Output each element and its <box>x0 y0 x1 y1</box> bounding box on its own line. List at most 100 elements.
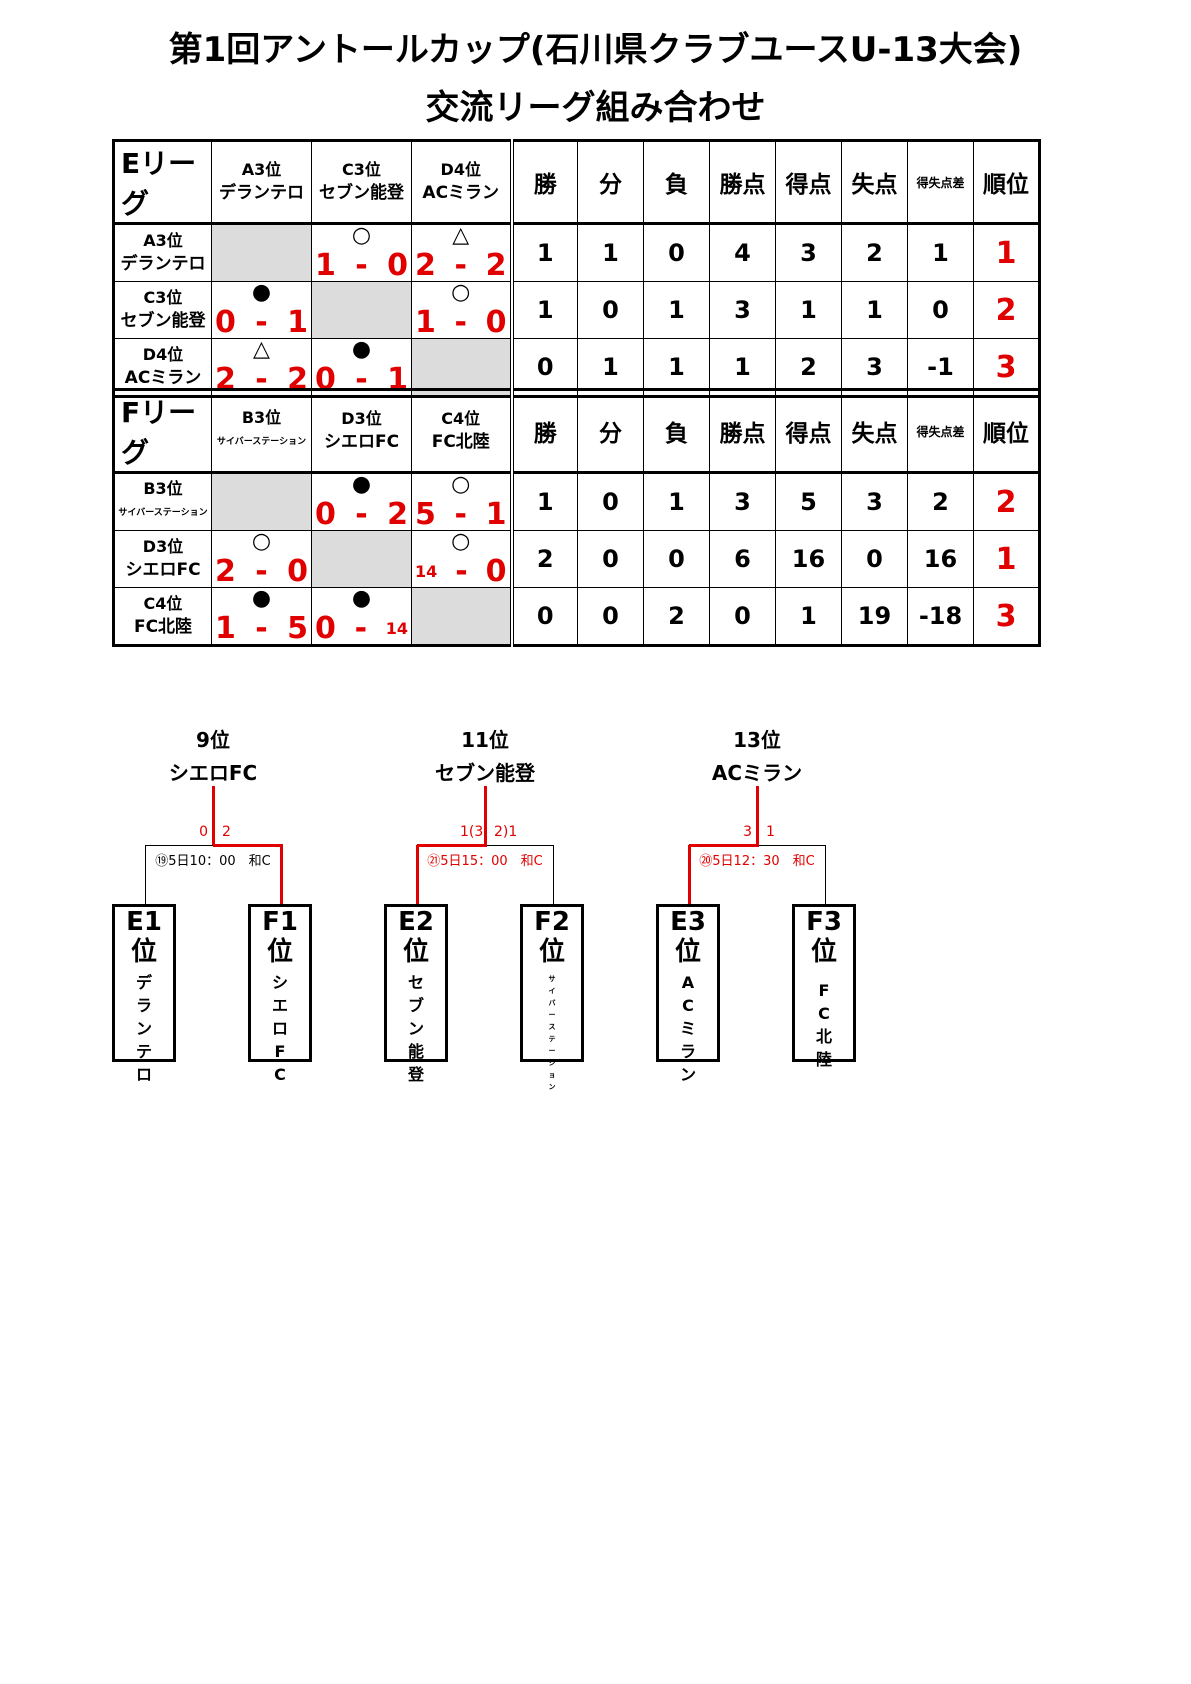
score-home: 14 <box>415 562 438 581</box>
result-symbol: △ <box>253 338 270 363</box>
team-seed: C3位 <box>342 160 381 179</box>
team-name-vertical: ACミラン <box>679 973 696 1084</box>
score-dash: - <box>454 248 467 282</box>
rank-value: 1 <box>973 530 1040 588</box>
empty-cell <box>211 223 312 282</box>
stat-value: 2 <box>907 472 974 531</box>
empty-cell <box>311 281 412 339</box>
stat-value: 1 <box>643 281 710 339</box>
row-team-header: D3位シエロFC <box>113 530 212 588</box>
team-seed: D4位 <box>142 345 184 364</box>
winner-name: セブン能登 <box>435 761 535 785</box>
stat-header: 勝 <box>509 389 578 474</box>
stat-header: 得失点差 <box>907 389 974 474</box>
stat-value: 1 <box>509 223 578 282</box>
team-position: E2位 <box>398 907 434 967</box>
score-dash: - <box>354 611 368 646</box>
placement-label: 13位 <box>733 728 781 752</box>
stat-value: 1 <box>509 472 578 531</box>
stat-value: 16 <box>775 530 842 588</box>
team-name: セブン能登 <box>120 311 206 331</box>
bracket-stem <box>756 786 759 845</box>
team-name: FC北陸 <box>133 617 193 637</box>
team-position: E1位 <box>126 907 162 967</box>
team-name-vertical: デランテロ <box>135 973 152 1084</box>
score-home: 0 <box>315 497 336 531</box>
team-box-right: F1位シエロFC <box>248 904 312 1084</box>
team-seed: C3位 <box>143 288 183 307</box>
stat-value: 1 <box>775 281 842 339</box>
team-seed: D4位 <box>440 160 481 179</box>
match-result: ○1-0 <box>411 281 512 339</box>
column-team-header: C3位セブン能登 <box>311 140 412 225</box>
team-name: デランテロ <box>219 183 304 203</box>
placement-label: 11位 <box>461 728 509 752</box>
stat-value: 0 <box>509 587 578 646</box>
stat-header: 失点 <box>841 140 908 225</box>
score-away: 2 <box>387 497 408 531</box>
score-home: 2 <box>215 554 236 588</box>
bracket-drop-left <box>416 845 419 905</box>
score-away: 5 <box>287 611 308 646</box>
result-symbol: ○ <box>351 223 372 249</box>
stat-value: 4 <box>709 223 776 282</box>
stat-value: 0 <box>907 281 974 339</box>
result-symbol: ● <box>351 338 372 363</box>
score-away: 0 <box>485 305 507 339</box>
stat-header: 勝 <box>509 140 578 225</box>
team-seed: A3位 <box>241 160 282 179</box>
score-home: 1 <box>215 611 236 646</box>
score-left: 1(3 <box>460 824 484 840</box>
stat-value: 3 <box>841 472 908 531</box>
rank-value: 3 <box>973 587 1040 646</box>
bracket-drop-left <box>145 845 146 905</box>
page-title: 第1回アントールカップ(石川県クラブユースU-13大会) <box>168 30 1023 70</box>
score-home: 5 <box>415 497 436 531</box>
result-symbol: ● <box>251 281 272 306</box>
rank-value: 2 <box>973 472 1040 531</box>
stat-header: 得点 <box>775 140 842 225</box>
bracket-win-bar <box>689 844 759 847</box>
team-position: F3位 <box>806 907 842 967</box>
column-team-header: D4位 ACミラン <box>411 140 512 225</box>
stat-value: 3 <box>775 223 842 282</box>
team-name: ACミラン <box>422 183 500 203</box>
rank-value: 2 <box>973 281 1040 339</box>
stat-header: 勝点 <box>709 140 776 225</box>
match-result: ○2-0 <box>211 530 312 588</box>
placement-label: 9位 <box>196 728 230 752</box>
stat-value: 0 <box>709 587 776 646</box>
score-dash: - <box>255 611 268 646</box>
result-symbol: ○ <box>451 281 471 306</box>
score-home: 0 <box>315 362 336 397</box>
score-home: 1 <box>415 305 436 339</box>
stat-value: 2 <box>775 338 842 397</box>
row-team-header: B3位サイバーステーション <box>113 472 212 531</box>
score-left: 3 <box>743 824 752 840</box>
row-team-header: D4位 ACミラン <box>113 338 212 397</box>
stat-value: 6 <box>709 530 776 588</box>
stat-value: 19 <box>841 587 908 646</box>
column-team-header: D3位シエロFC <box>311 389 412 474</box>
stat-value: 3 <box>709 472 776 531</box>
empty-cell <box>311 530 412 588</box>
league-name: Fリーグ <box>113 389 212 474</box>
stat-header: 得失点差 <box>907 140 974 225</box>
team-name: ACミラン <box>124 368 202 388</box>
empty-cell <box>211 472 312 531</box>
score-dash: - <box>455 554 468 588</box>
bracket-drop-right <box>280 845 283 905</box>
bracket-drop-right <box>553 845 554 905</box>
bracket-drop-left <box>688 845 691 905</box>
result-symbol: △ <box>452 223 470 249</box>
stat-header: 順位 <box>973 389 1040 474</box>
team-name: セブン能登 <box>319 183 404 203</box>
